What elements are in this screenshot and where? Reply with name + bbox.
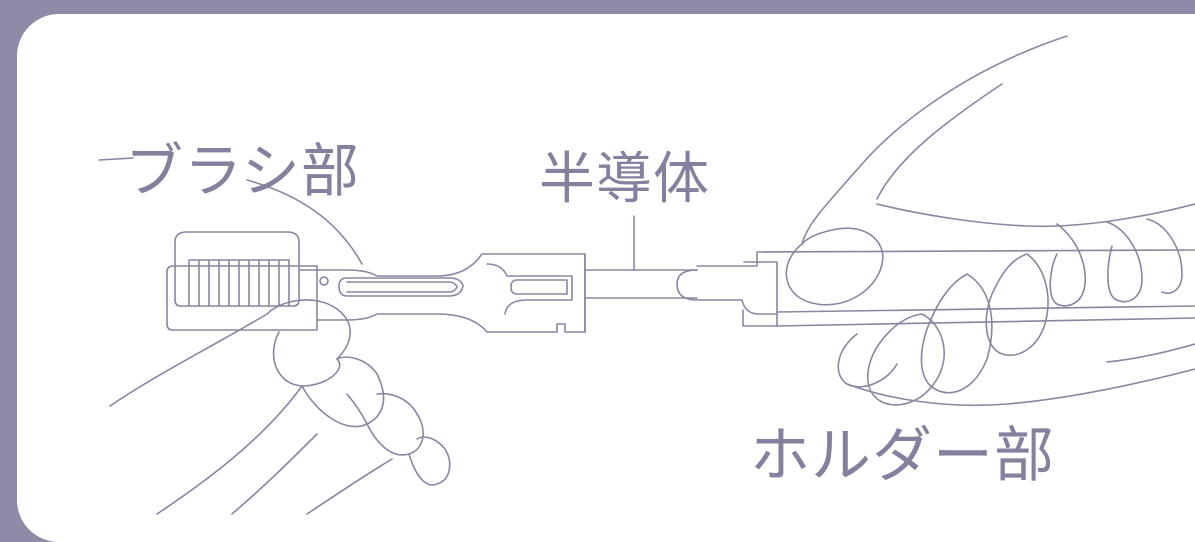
toothbrush-illustration: [98, 35, 1195, 515]
left-hand: [109, 299, 451, 515]
semiconductor-rod: [584, 215, 698, 299]
holder-part-label: ホルダー部: [750, 421, 1055, 491]
diagram-panel: ブラシ部 半導体 ホルダー部: [17, 14, 1195, 542]
brush-neck: [298, 253, 586, 333]
semiconductor-label: 半導体: [539, 147, 710, 212]
brush-leader-line: [98, 157, 134, 161]
brush-head: [166, 231, 318, 331]
brush-part-label: ブラシ部: [125, 137, 360, 205]
holder-body: [676, 249, 1195, 327]
brush-label-arc: [246, 179, 363, 265]
right-hand: [785, 35, 1195, 407]
